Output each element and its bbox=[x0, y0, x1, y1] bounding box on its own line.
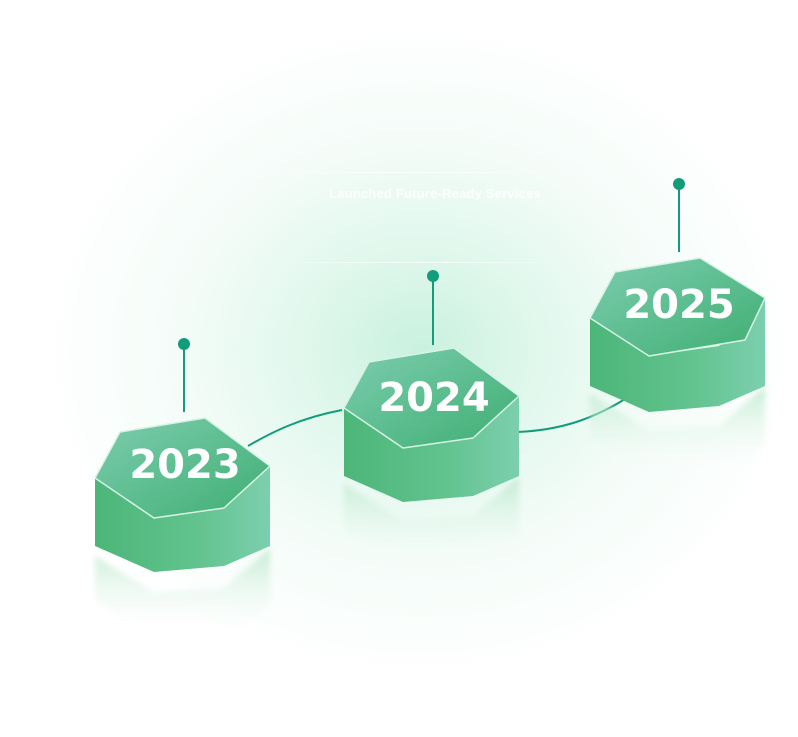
milestone-2023: 2023 bbox=[94, 338, 271, 640]
divider-line bbox=[250, 262, 580, 263]
hexagon-side bbox=[344, 396, 519, 502]
hexagon-top bbox=[94, 417, 271, 519]
hexagon-top bbox=[589, 257, 766, 357]
marker-dot bbox=[427, 270, 439, 282]
hexagon-side bbox=[95, 466, 270, 572]
marker-dot bbox=[178, 338, 190, 350]
milestone-2025: 2025 bbox=[589, 178, 766, 478]
connector-line bbox=[517, 395, 631, 433]
caption-text: Launched Future-Ready Services bbox=[329, 186, 541, 201]
divider-line bbox=[250, 172, 580, 173]
milestone-2024: 2024 bbox=[343, 270, 520, 568]
marker-dot bbox=[673, 178, 685, 190]
hexagon-side bbox=[590, 298, 765, 412]
year-label: 2025 bbox=[623, 282, 734, 328]
connector-line bbox=[247, 409, 343, 447]
hexagon-top bbox=[343, 347, 520, 449]
year-label: 2024 bbox=[378, 375, 489, 421]
hexagon-reflection bbox=[590, 386, 765, 478]
hexagon-reflection bbox=[95, 548, 270, 640]
hexagon-reflection bbox=[344, 476, 519, 568]
year-label: 2023 bbox=[129, 442, 240, 488]
